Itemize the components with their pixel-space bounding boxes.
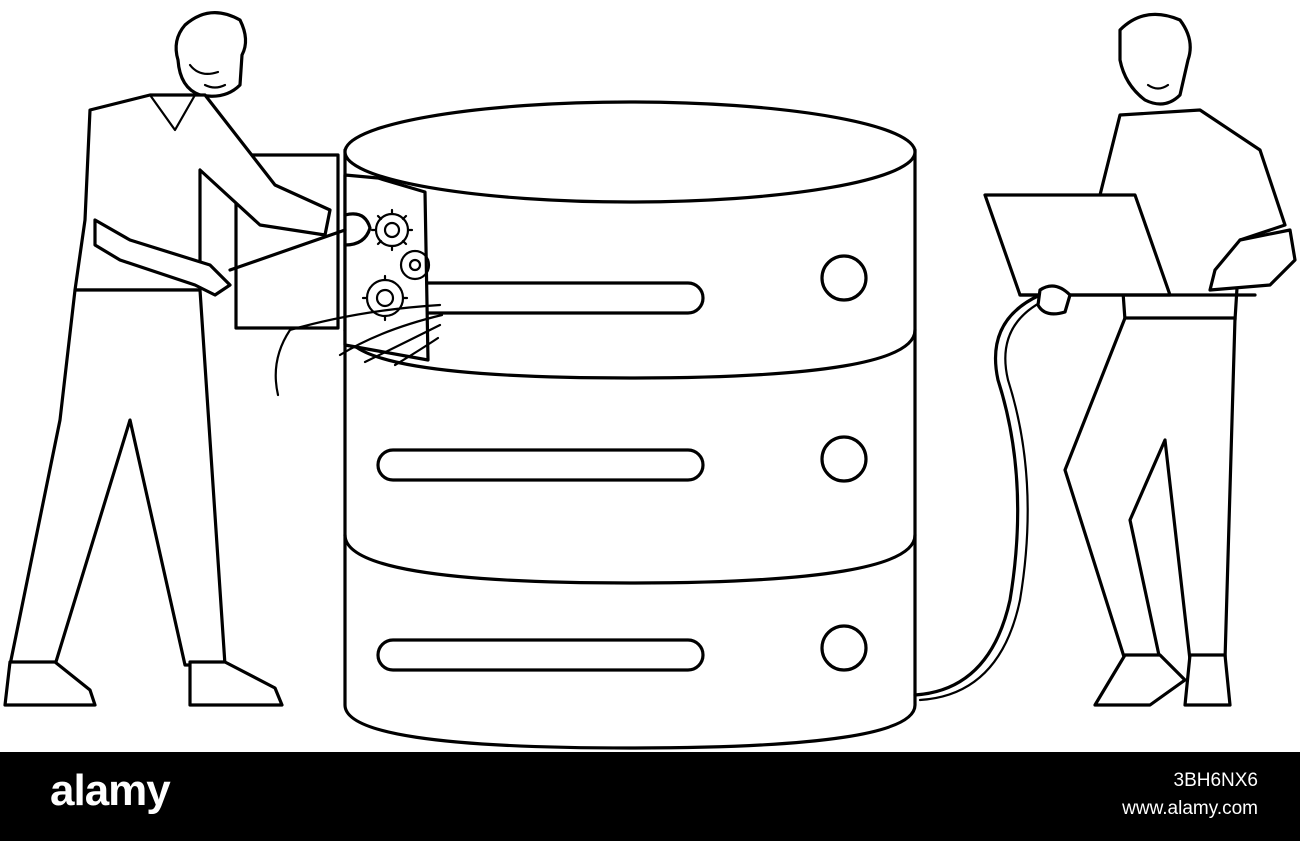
footer-bar: alamy 3BH6NX6 www.alamy.com: [0, 752, 1300, 841]
database-maintenance-illustration: [3, 11, 1297, 750]
user-figure: [1063, 12, 1297, 707]
cable-icon: [913, 293, 1047, 702]
database-icon: [234, 100, 917, 750]
laptop-icon: [983, 193, 1257, 316]
image-id: 3BH6NX6: [1173, 770, 1259, 791]
wires: [274, 303, 444, 397]
gear-icon: [361, 208, 431, 322]
technician-figure: [3, 11, 372, 707]
brand-logo: alamy: [50, 766, 171, 815]
site-url: www.alamy.com: [1122, 798, 1258, 819]
wrench-icon: [228, 212, 372, 272]
